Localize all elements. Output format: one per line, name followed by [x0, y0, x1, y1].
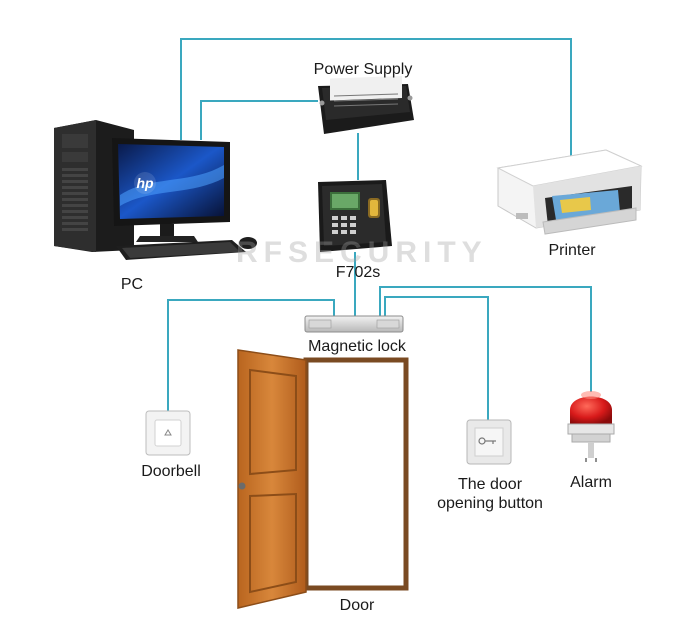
label-pc: PC [120, 276, 144, 293]
watermark: RFSECURITY [236, 236, 488, 269]
controller-device [318, 180, 392, 252]
door-opening-button-device [466, 419, 512, 465]
key-icon [478, 437, 496, 445]
label-power-supply: Power Supply [313, 61, 413, 78]
monitor-brand-logo: hp [136, 175, 154, 191]
hp-logo-icon [134, 172, 156, 194]
wire-pc-power [200, 100, 318, 140]
pc-monitor: hp [112, 138, 230, 242]
label-magnetic-lock: Magnetic lock [308, 338, 406, 355]
door-frame [303, 357, 409, 591]
label-printer: Printer [548, 242, 596, 259]
wire-pc-printer [180, 38, 572, 158]
label-door-button-line1: The door [457, 476, 523, 493]
wire-lock-alarm [384, 296, 489, 420]
wire-lock-doorbell [167, 299, 335, 411]
printer-device [496, 149, 643, 235]
label-door-button-line2: opening button [437, 495, 543, 512]
label-controller: F702s [335, 264, 381, 281]
doorbell-device [145, 410, 191, 456]
magnetic-lock-device [304, 315, 404, 333]
pc-keyboard [116, 240, 246, 260]
label-alarm: Alarm [570, 474, 612, 491]
door-knob-icon [238, 482, 246, 490]
label-door: Door [339, 597, 375, 614]
power-supply-device [318, 75, 414, 134]
wire-lock-button [379, 286, 592, 392]
door-device [237, 349, 307, 609]
alarm-device [567, 391, 615, 462]
label-doorbell: Doorbell [141, 463, 201, 480]
wires [167, 38, 592, 420]
pc-mouse [239, 237, 257, 249]
bell-icon [164, 429, 172, 436]
